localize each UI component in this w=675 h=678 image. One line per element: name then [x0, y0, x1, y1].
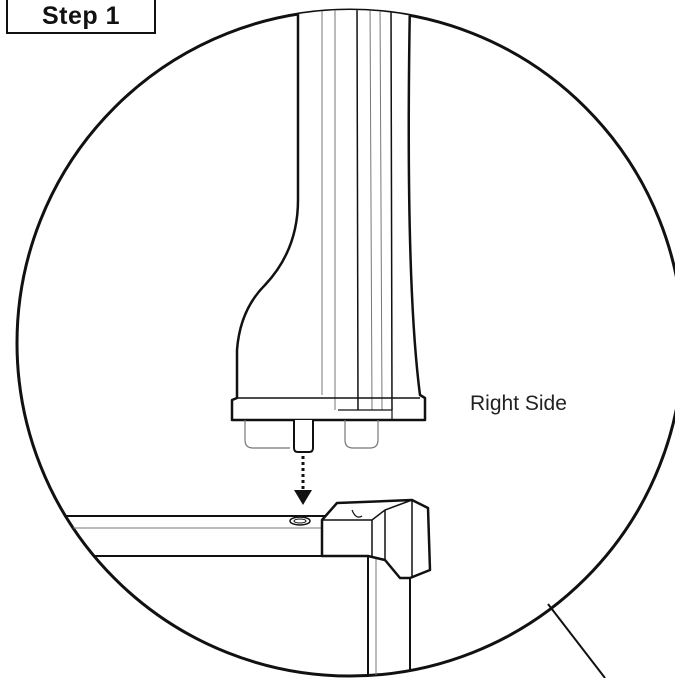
leader-line: [547, 603, 606, 678]
rail-hole: [289, 516, 311, 526]
side-label: Right Side: [470, 392, 567, 415]
corner-bracket: [320, 498, 432, 580]
dotted-arrow-down-icon: [294, 456, 312, 505]
leg-post: [230, 10, 427, 453]
step-label: Step 1: [6, 0, 156, 34]
